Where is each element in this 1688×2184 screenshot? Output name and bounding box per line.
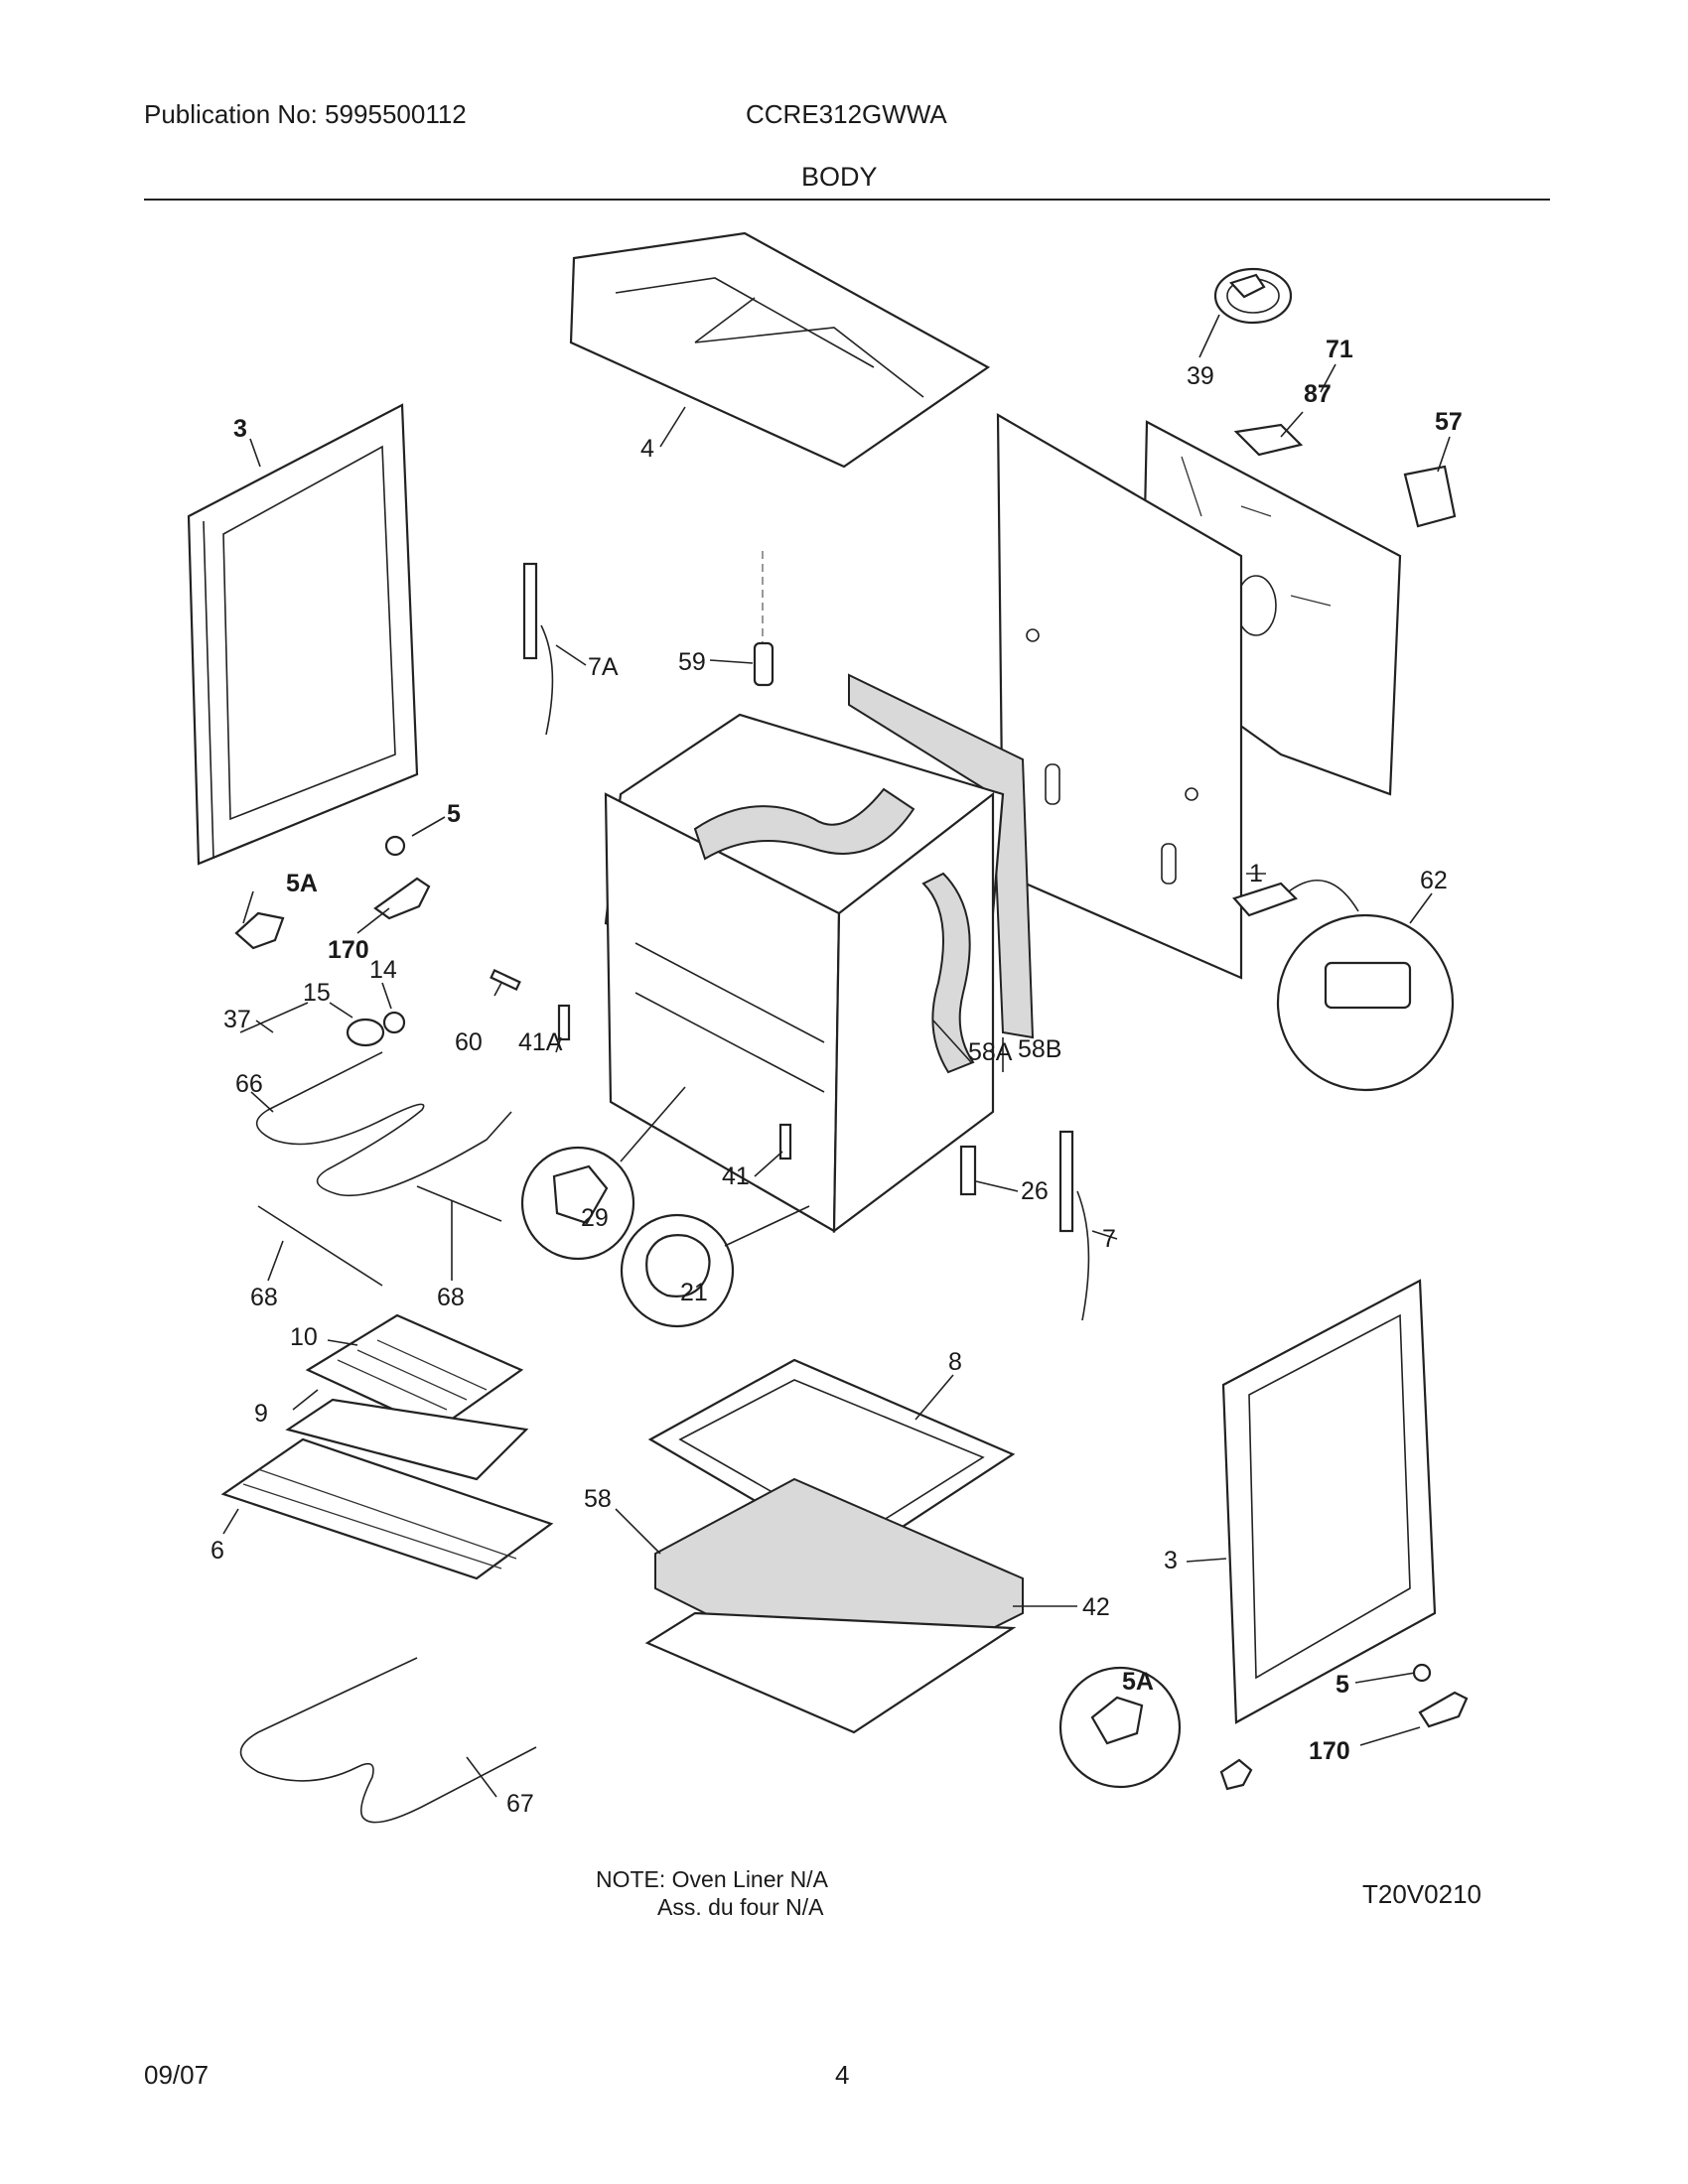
callout-41: 41 xyxy=(722,1162,750,1190)
part-29-detail xyxy=(520,1086,686,1261)
callout-5A: 5A xyxy=(286,870,318,897)
callout-170-right: 170 xyxy=(1309,1737,1350,1765)
part-1-main-back-panel xyxy=(996,413,1243,980)
part-41-bracket xyxy=(778,1123,792,1160)
part-3-right-side-panel xyxy=(1221,1279,1437,1724)
part-62-terminal-block xyxy=(1232,880,1455,1092)
part-5A-leveler-detail xyxy=(1090,1696,1144,1745)
part-3-left-side-panel xyxy=(187,403,419,866)
callout-4: 4 xyxy=(640,435,654,463)
part-4-top-panel xyxy=(569,231,991,469)
part-15-bulb xyxy=(346,1018,385,1047)
callout-67: 67 xyxy=(506,1790,534,1818)
callout-3: 3 xyxy=(233,415,247,443)
model-number: CCRE312GWWA xyxy=(746,99,947,129)
callout-7A: 7A xyxy=(588,653,619,681)
part-42-bottom-panel xyxy=(644,1611,1017,1734)
lamp-parts xyxy=(239,1002,406,1047)
part-39-power-cord xyxy=(1213,267,1293,325)
part-5-leveler-screw xyxy=(384,835,406,857)
footer-date: 09/07 xyxy=(144,2060,210,2090)
part-37-sensor xyxy=(239,1002,309,1033)
part-9-broil-pan xyxy=(285,1398,529,1481)
callout-7: 7 xyxy=(1102,1225,1116,1253)
callout-labels: 3 4 5 5A 170 7A 59 39 87 57 71 1 62 58B … xyxy=(211,336,1463,1818)
note-line-2: Ass. du four N/A xyxy=(657,1894,824,1920)
part-41A-bracket xyxy=(557,1004,571,1041)
part-60-bracket xyxy=(490,968,521,992)
callout-41A: 41A xyxy=(518,1028,563,1056)
diagram-code: T20V0210 xyxy=(1362,1879,1481,1909)
callout-26: 26 xyxy=(1021,1177,1049,1205)
callout-10: 10 xyxy=(290,1323,318,1351)
part-59-spacer xyxy=(753,551,774,687)
part-5-leveler-screw xyxy=(1412,1663,1432,1683)
callout-8: 8 xyxy=(948,1348,962,1376)
callout-15: 15 xyxy=(303,979,331,1007)
callout-68-right: 68 xyxy=(437,1284,465,1311)
part-57-cover xyxy=(1403,465,1457,528)
callout-39: 39 xyxy=(1187,362,1214,390)
callout-66: 66 xyxy=(235,1070,263,1098)
section-title: BODY xyxy=(801,162,878,192)
callout-5-right: 5 xyxy=(1336,1671,1349,1699)
part-5A-leveler xyxy=(234,911,285,950)
callout-58B: 58B xyxy=(1018,1035,1061,1063)
part-170-bracket xyxy=(1418,1691,1469,1728)
callout-62: 62 xyxy=(1420,867,1448,894)
part-6-oven-rack xyxy=(220,1437,554,1580)
callout-9: 9 xyxy=(254,1400,268,1428)
callout-29: 29 xyxy=(581,1204,609,1232)
publication-number: Publication No: 5995500112 xyxy=(144,99,467,129)
broil-pan-and-rack xyxy=(220,1313,554,1580)
callout-5A-right: 5A xyxy=(1122,1668,1154,1696)
part-68-wires xyxy=(257,1185,502,1287)
callout-5: 5 xyxy=(447,800,461,828)
callout-58: 58 xyxy=(584,1485,612,1513)
callout-60: 60 xyxy=(455,1028,483,1056)
part-58A-insulation xyxy=(693,787,915,861)
callout-21: 21 xyxy=(680,1279,708,1306)
right-leveler-hardware xyxy=(1058,1663,1469,1791)
part-14-socket xyxy=(382,1011,406,1034)
callout-3-right: 3 xyxy=(1164,1547,1178,1574)
callout-68-left: 68 xyxy=(250,1284,278,1311)
part-5A-leveler xyxy=(1219,1758,1253,1791)
callout-37: 37 xyxy=(223,1006,251,1033)
part-21-detail xyxy=(620,1205,810,1328)
small-bracket-parts xyxy=(490,968,977,1196)
page-number: 4 xyxy=(835,2060,850,2090)
callout-170: 170 xyxy=(328,936,369,964)
note-line-1: NOTE: Oven Liner N/A xyxy=(596,1866,828,1892)
callout-87: 87 xyxy=(1304,380,1332,408)
part-7A-hinge-receiver xyxy=(522,562,554,736)
oven-cavity-body xyxy=(604,713,1005,1234)
part-67-bake-element xyxy=(239,1657,537,1824)
part-7-hinge-receiver xyxy=(1058,1130,1090,1321)
callout-14: 14 xyxy=(369,956,397,984)
callout-leader-lines xyxy=(222,314,1451,1798)
callout-42: 42 xyxy=(1082,1593,1110,1621)
part-87-bracket xyxy=(1233,423,1304,457)
part-26-bracket xyxy=(959,1145,977,1196)
left-leveler-hardware xyxy=(234,835,431,950)
callout-6: 6 xyxy=(211,1537,224,1565)
callout-71: 71 xyxy=(1326,336,1353,363)
part-66-broil-element xyxy=(255,1051,512,1197)
callout-58A: 58A xyxy=(968,1038,1013,1066)
callout-57: 57 xyxy=(1435,408,1463,436)
callout-59: 59 xyxy=(678,648,706,676)
part-58B-insulation xyxy=(848,673,1035,1039)
callout-1: 1 xyxy=(1249,860,1263,887)
header-divider xyxy=(144,199,1550,201)
